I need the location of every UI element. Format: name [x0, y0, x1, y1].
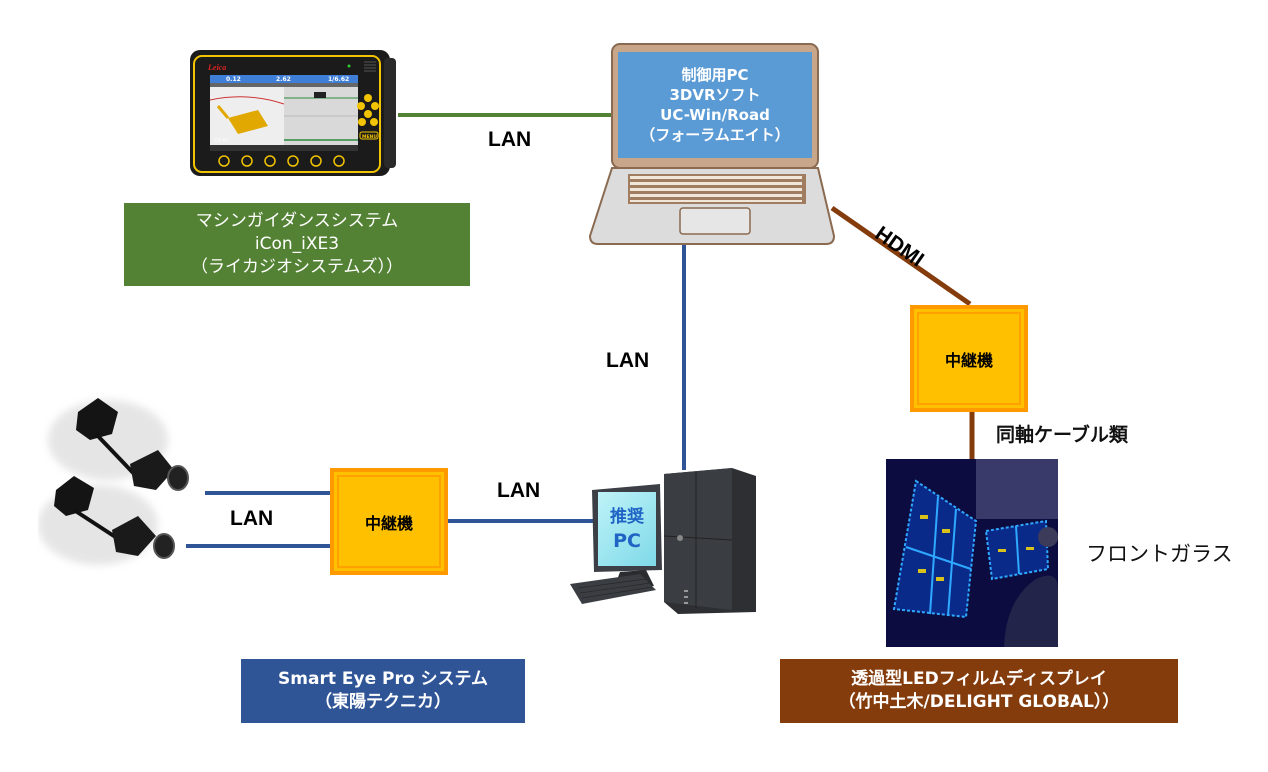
eye-tracker-caption: Smart Eye Pro システム （東陽テクニカ） [241, 659, 525, 723]
lan-label-laptop-pc: LAN [606, 349, 650, 372]
caption-line: Smart Eye Pro システム [278, 669, 488, 689]
front-glass-label: フロントガラス [1086, 542, 1233, 566]
lan-label-tablet-laptop: LAN [488, 128, 532, 151]
hdmi-line [830, 205, 972, 307]
desktop-screen: 推奨 PC [598, 492, 656, 566]
machine-guidance-tablet: Leica 0.12 2.62 1/6.62 23.47 MENU [188, 48, 398, 180]
menu-key: MENU [362, 134, 377, 140]
relay-label: 中継機 [944, 350, 993, 370]
brand-logo: Leica [207, 63, 226, 72]
screen-line: 推奨 [610, 507, 644, 527]
laptop-screen: 制御用PC 3DVRソフト UC-Win/Road （フォーラムエイト） [618, 52, 812, 158]
lan-label-cameras-relay: LAN [230, 507, 274, 530]
caption-line: （東陽テクニカ） [315, 692, 451, 712]
relay-label: 中継機 [364, 513, 413, 533]
screen-line: 3DVRソフト [669, 86, 761, 104]
coax-cable-label: 同軸ケーブル類 [996, 424, 1128, 446]
camera-2 [54, 476, 175, 559]
screen-line: PC [613, 530, 641, 552]
readout-1: 0.12 [226, 76, 241, 83]
screen-line: UC-Win/Road [660, 106, 770, 124]
led-display-caption: 透過型LEDフィルムディスプレイ （竹中土木/DELIGHT GLOBAL）） [780, 659, 1178, 723]
depth-readout: 23.47 [214, 138, 228, 144]
caption-line: iCon_iXE3 [254, 234, 340, 254]
lan-label-relay-pc: LAN [497, 479, 541, 502]
control-laptop: 制御用PC 3DVRソフト UC-Win/Road （フォーラムエイト） [582, 40, 842, 250]
relay-unit-display: 中継機 [910, 305, 1028, 412]
caption-line: マシンガイダンスシステム [195, 211, 399, 231]
screen-line: （フォーラムエイト） [640, 126, 790, 144]
caption-line: （ライカジオシステムズ）） [191, 257, 403, 277]
caption-line: （竹中土木/DELIGHT GLOBAL）） [838, 692, 1120, 712]
machine-guidance-caption: マシンガイダンスシステム iCon_iXE3 （ライカジオシステムズ）） [124, 203, 470, 286]
led-display-photo [886, 459, 1058, 647]
eye-tracking-cameras [38, 390, 208, 580]
camera-1 [76, 398, 189, 491]
caption-line: 透過型LEDフィルムディスプレイ [851, 669, 1107, 689]
relay-unit-cameras: 中継機 [330, 468, 448, 575]
recommended-desktop-pc: 推奨 PC [556, 462, 772, 622]
readout-3: 1/6.62 [328, 76, 349, 83]
screen-line: 制御用PC [681, 66, 749, 84]
readout-2: 2.62 [276, 76, 291, 83]
